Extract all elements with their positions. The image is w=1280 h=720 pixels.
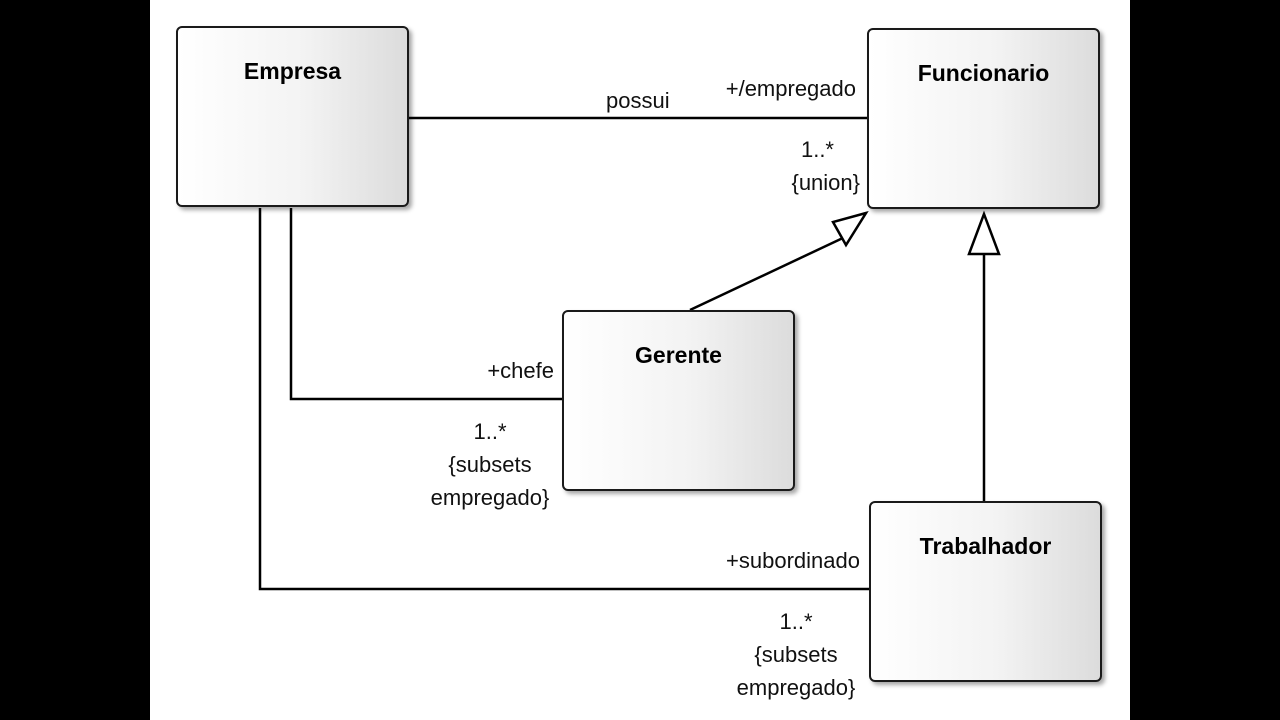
- class-trabalhador-name: Trabalhador: [919, 533, 1052, 559]
- class-gerente[interactable]: Gerente: [562, 310, 795, 491]
- generalization-trabalhador-arrowhead: [967, 210, 1001, 256]
- constraint-subordinado-line1: {subsets: [754, 642, 838, 667]
- role-chefe: +chefe: [487, 358, 554, 383]
- association-subordinado-line: [258, 208, 870, 591]
- class-funcionario-name: Funcionario: [917, 60, 1050, 86]
- multiplicity-chefe: 1..*: [473, 419, 507, 444]
- generalization-gerente-arrowhead: [831, 210, 869, 248]
- class-empresa[interactable]: Empresa: [176, 26, 409, 207]
- constraint-union: {union}: [791, 170, 860, 195]
- class-funcionario[interactable]: Funcionario: [867, 28, 1100, 209]
- constraint-chefe-line1: {subsets: [448, 452, 532, 477]
- multiplicity-subordinado: 1..*: [779, 609, 813, 634]
- class-trabalhador[interactable]: Trabalhador: [869, 501, 1102, 682]
- association-name-possui: possui: [606, 88, 670, 113]
- constraint-subordinado-line2: empregado}: [736, 675, 856, 700]
- generalization-gerente-line: [689, 235, 846, 312]
- multiplicity-empregado: 1..*: [800, 137, 834, 162]
- association-chefe-line: [289, 208, 563, 401]
- role-empregado: +/empregado: [725, 76, 856, 101]
- class-gerente-name: Gerente: [635, 342, 722, 368]
- class-empresa-name: Empresa: [243, 58, 342, 84]
- role-subordinado: +subordinado: [726, 548, 860, 573]
- constraint-chefe-line2: empregado}: [430, 485, 550, 510]
